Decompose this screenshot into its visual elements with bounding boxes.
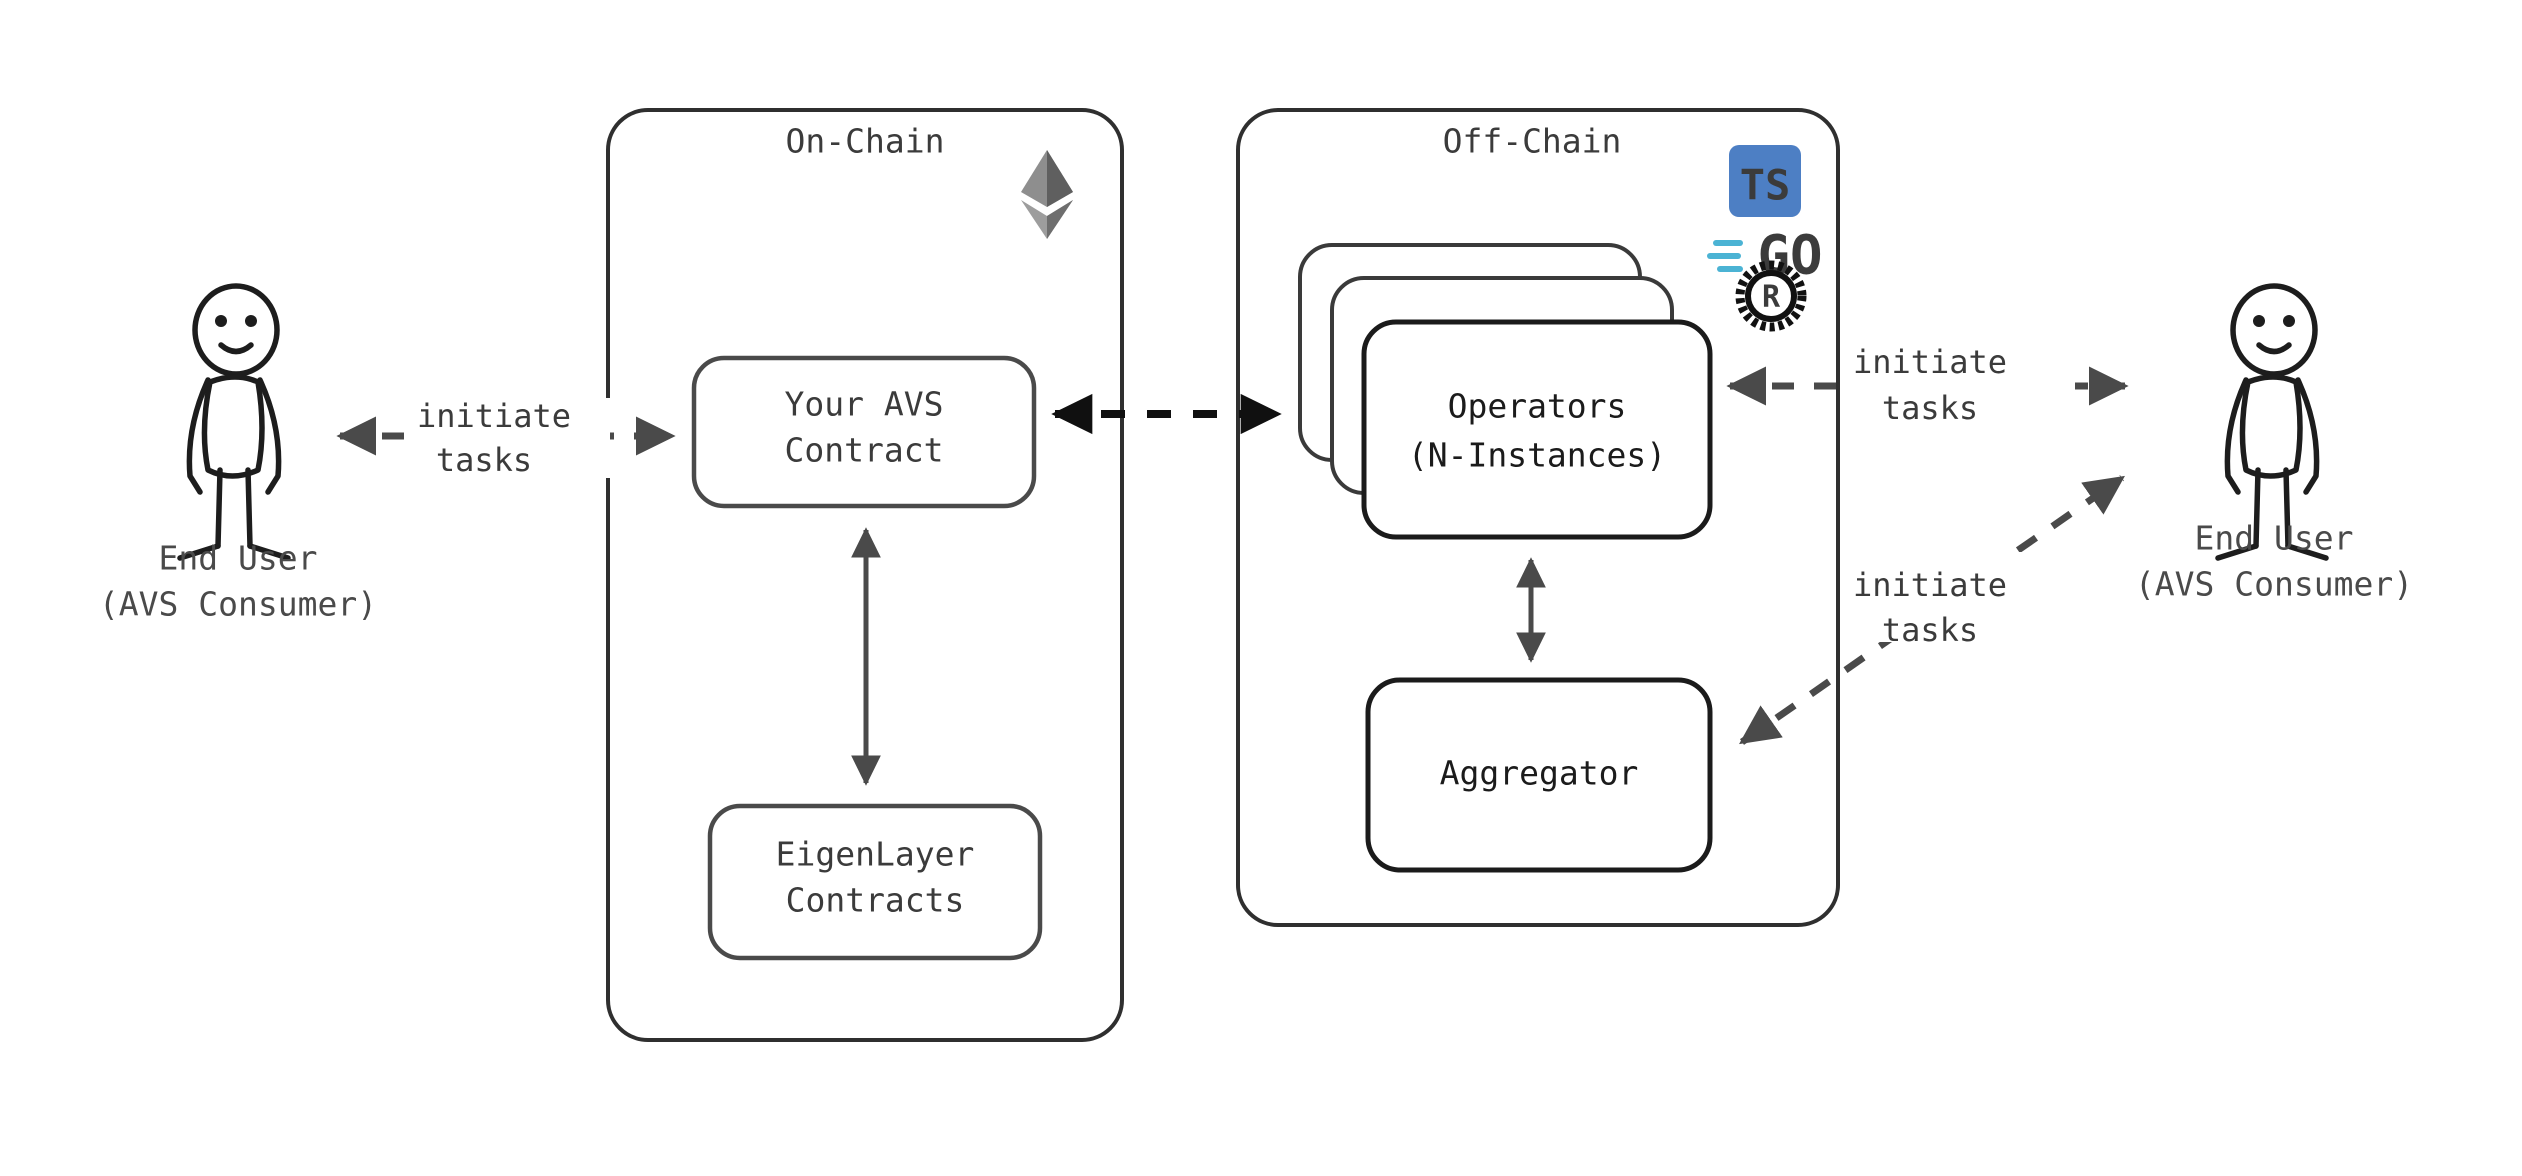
panel-off-chain: Off-Chain TS GO R	[1236, 108, 1840, 927]
node-operators-card-front[interactable]	[1361, 319, 1713, 540]
node-eigenlayer-contracts-box[interactable]	[707, 803, 1043, 961]
typescript-icon: TS	[1729, 145, 1801, 217]
edge-user-to-avs: initiate tasks	[336, 397, 676, 479]
ethereum-icon	[1021, 150, 1073, 239]
node-operators[interactable]: Operators (N-Instances)	[1298, 243, 1713, 540]
actor-left-line2: (AVS Consumer)	[99, 585, 377, 624]
edge-aggregator-to-user: initiate tasks	[1739, 475, 2125, 745]
node-avs-contract-box[interactable]	[691, 355, 1037, 509]
go-icon-label: GO	[1757, 224, 1822, 287]
rust-icon-label: R	[1762, 280, 1781, 315]
node-operators-line2: (N-Instances)	[1408, 436, 1666, 475]
actor-right: End User (AVS Consumer)	[2135, 283, 2413, 604]
node-operators-line1: Operators	[1448, 387, 1627, 426]
typescript-icon-label: TS	[1740, 161, 1791, 210]
stick-figure-icon	[2215, 283, 2329, 561]
node-avs-contract-line1: Your AVS	[785, 385, 944, 424]
node-avs-contract[interactable]: Your AVS Contract	[691, 355, 1037, 509]
node-eigenlayer-contracts[interactable]: EigenLayer Contracts	[707, 803, 1043, 961]
panel-off-chain-title: Off-Chain	[1443, 122, 1622, 161]
stick-figure-icon	[177, 283, 291, 561]
node-aggregator[interactable]: Aggregator	[1365, 677, 1713, 873]
rust-icon: R	[1735, 260, 1807, 332]
node-aggregator-box[interactable]	[1365, 677, 1713, 873]
edge-operators-to-user: initiate tasks	[1726, 343, 2129, 428]
panel-on-chain-title: On-Chain	[786, 122, 945, 161]
edge-operators-to-user-label2: tasks	[1882, 389, 1978, 427]
actor-right-line2: (AVS Consumer)	[2135, 565, 2413, 604]
node-eigenlayer-line2: Contracts	[786, 881, 965, 920]
node-eigenlayer-line1: EigenLayer	[776, 835, 975, 874]
actor-left-line1: End User	[159, 539, 318, 578]
panel-on-chain: On-Chain Your AVS Contract EigenLayer Co…	[606, 108, 1124, 1042]
actor-right-line1: End User	[2195, 519, 2354, 558]
edge-aggregator-to-user-label1: initiate	[1853, 566, 2007, 604]
edge-user-to-avs-label2: tasks	[436, 441, 532, 479]
edge-operators-to-user-label1: initiate	[1853, 343, 2007, 381]
node-avs-contract-line2: Contract	[785, 431, 944, 470]
edge-aggregator-to-user-label2: tasks	[1882, 611, 1978, 649]
node-aggregator-label: Aggregator	[1440, 754, 1639, 793]
edge-user-to-avs-label1: initiate	[417, 397, 571, 435]
actor-left: End User (AVS Consumer)	[99, 283, 377, 624]
